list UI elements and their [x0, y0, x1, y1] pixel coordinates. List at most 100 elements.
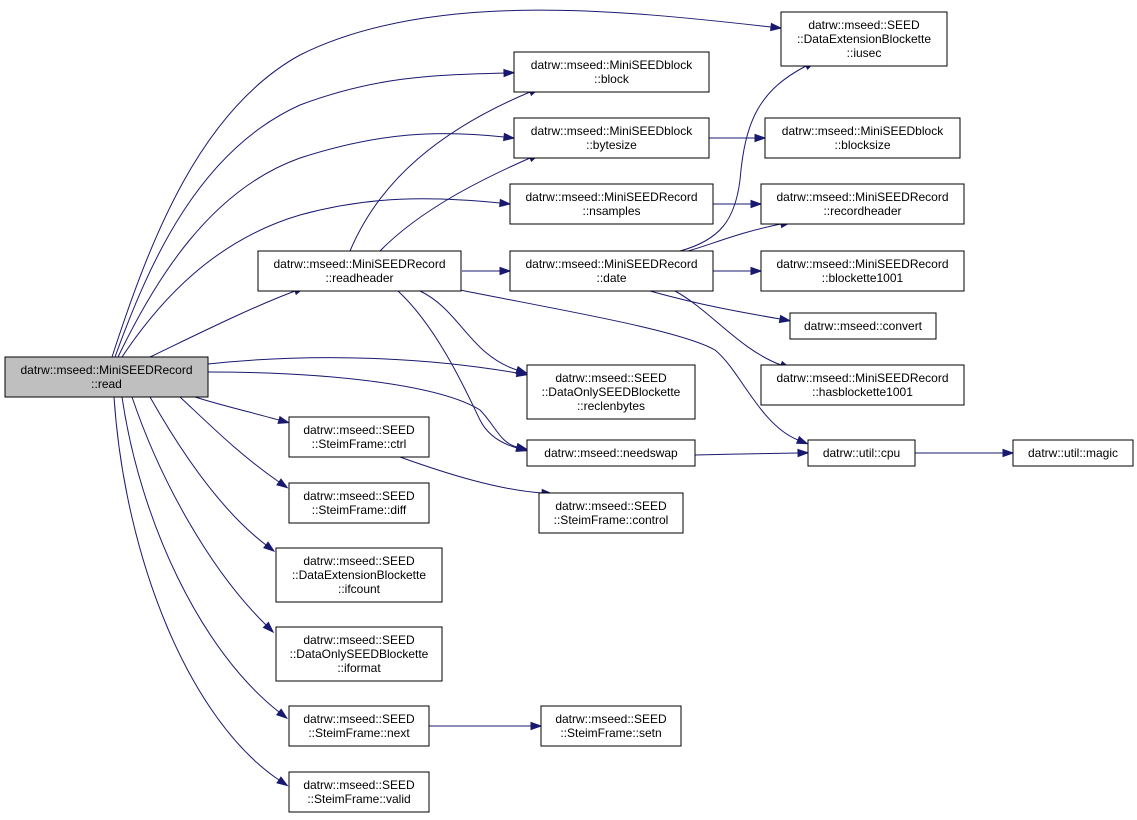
- edge-line: [459, 289, 799, 441]
- edge-read-to-diff: [179, 396, 289, 489]
- node-label-line: datrw::mseed::SEED: [555, 499, 667, 513]
- node-label-line: ::recordheader: [823, 204, 901, 218]
- arrowhead-icon: [276, 708, 289, 720]
- edge-date-to-hasblockette1001: [674, 290, 792, 369]
- arrowhead-icon: [770, 22, 783, 32]
- node-readheader[interactable]: datrw::mseed::MiniSEEDRecord::readheader: [257, 250, 462, 292]
- arrowhead-icon: [750, 199, 763, 209]
- node-label-line: ::date: [596, 271, 626, 285]
- node-cpu[interactable]: datrw::util::cpu: [807, 439, 916, 467]
- node-box: [288, 416, 430, 458]
- edge-date-to-convert: [649, 290, 792, 324]
- node-box: [526, 439, 696, 467]
- node-convert[interactable]: datrw::mseed::convert: [789, 312, 937, 340]
- edge-line: [207, 357, 518, 374]
- node-block[interactable]: datrw::mseed::MiniSEEDblock::block: [513, 51, 710, 93]
- node-box: [509, 183, 714, 225]
- edge-line: [207, 371, 518, 448]
- edge-read-to-block: [114, 68, 516, 358]
- nodes-layer: datrw::mseed::MiniSEEDRecord::readdatrw:…: [4, 11, 1134, 813]
- node-setn[interactable]: datrw::mseed::SEED::SteimFrame::setn: [540, 705, 682, 747]
- node-label-line: ::blocksize: [834, 138, 890, 152]
- node-box: [513, 117, 710, 159]
- node-label-line: ::DataOnlySEEDBlockette: [290, 647, 429, 661]
- node-label-line: datrw::mseed::SEED: [303, 554, 415, 568]
- node-recordheader[interactable]: datrw::mseed::MiniSEEDRecord::recordhead…: [760, 183, 965, 225]
- node-label-line: datrw::mseed::MiniSEEDRecord: [776, 371, 948, 385]
- node-box: [513, 51, 710, 93]
- node-read: datrw::mseed::MiniSEEDRecord::read: [4, 356, 209, 398]
- node-label-line: ::SteimFrame::valid: [307, 792, 410, 806]
- node-label-line: ::SteimFrame::ctrl: [312, 437, 407, 451]
- arrowhead-icon: [276, 478, 289, 489]
- node-label-line: datrw::mseed::MiniSEEDRecord: [525, 257, 697, 271]
- edge-next-to-setn: [429, 721, 543, 731]
- node-label-line: datrw::mseed::MiniSEEDblock: [531, 58, 693, 72]
- node-bytesize[interactable]: datrw::mseed::MiniSEEDblock::bytesize: [513, 117, 710, 159]
- node-blocksize[interactable]: datrw::mseed::MiniSEEDblock::blocksize: [764, 117, 961, 159]
- arrowhead-icon: [499, 198, 512, 208]
- node-label-line: datrw::mseed::MiniSEEDRecord: [525, 190, 697, 204]
- node-box: [288, 771, 430, 813]
- node-magic[interactable]: datrw::util::magic: [1012, 439, 1134, 467]
- node-iusec[interactable]: datrw::mseed::SEED::DataExtensionBlocket…: [780, 11, 948, 67]
- node-label-line: ::read: [91, 377, 122, 391]
- node-label-line: ::SteimFrame::control: [554, 513, 669, 527]
- node-label-line: datrw::mseed::MiniSEEDRecord: [776, 257, 948, 271]
- node-label-line: datrw::util::magic: [1028, 446, 1118, 460]
- edge-line: [179, 396, 280, 483]
- node-hasblockette1001[interactable]: datrw::mseed::MiniSEEDRecord::hasblocket…: [760, 364, 965, 406]
- arrowhead-icon: [503, 68, 516, 78]
- node-label-line: datrw::mseed::SEED: [303, 633, 415, 647]
- node-label-line: ::SteimFrame::next: [308, 726, 410, 740]
- edge-line: [649, 290, 781, 320]
- arrowhead-icon: [503, 132, 516, 142]
- edge-line: [194, 396, 280, 421]
- arrowhead-icon: [262, 621, 275, 634]
- edge-line: [111, 9, 772, 358]
- node-label-line: datrw::mseed::MiniSEEDRecord: [20, 363, 192, 377]
- edge-line: [149, 290, 296, 358]
- node-next[interactable]: datrw::mseed::SEED::SteimFrame::next: [288, 705, 430, 747]
- node-reclenbytes[interactable]: datrw::mseed::SEED::DataOnlySEEDBlockett…: [526, 364, 696, 420]
- edge-read-to-valid: [113, 396, 289, 787]
- edge-nsamples-to-recordheader: [713, 199, 763, 209]
- node-box: [807, 439, 916, 467]
- node-box: [275, 547, 443, 603]
- edge-readheader-to-cpu: [459, 289, 809, 445]
- edge-read-to-iusec: [111, 9, 783, 358]
- edge-line: [419, 290, 518, 371]
- node-iformat[interactable]: datrw::mseed::SEED::DataOnlySEEDBlockett…: [275, 626, 443, 682]
- node-control[interactable]: datrw::mseed::SEED::SteimFrame::control: [538, 492, 684, 534]
- node-needswap[interactable]: datrw::mseed::needswap: [526, 439, 696, 467]
- node-label-line: datrw::mseed::convert: [804, 319, 923, 333]
- node-label-line: ::DataExtensionBlockette: [797, 32, 931, 46]
- edge-line: [679, 65, 807, 252]
- node-blockette1001[interactable]: datrw::mseed::MiniSEEDRecord::blockette1…: [760, 250, 965, 292]
- node-diff[interactable]: datrw::mseed::SEED::SteimFrame::diff: [288, 482, 430, 524]
- node-label-line: ::iusec: [847, 46, 882, 60]
- node-ifcount[interactable]: datrw::mseed::SEED::DataExtensionBlocket…: [275, 547, 443, 603]
- edge-line: [149, 396, 267, 546]
- edge-line: [694, 452, 799, 456]
- arrowhead-icon: [795, 435, 809, 445]
- node-label-line: datrw::mseed::MiniSEEDRecord: [273, 257, 445, 271]
- edge-date-to-recordheader: [687, 219, 793, 252]
- node-label-line: datrw::mseed::SEED: [303, 712, 415, 726]
- node-nsamples[interactable]: datrw::mseed::MiniSEEDRecord::nsamples: [509, 183, 714, 225]
- arrowhead-icon: [499, 266, 512, 276]
- node-valid[interactable]: datrw::mseed::SEED::SteimFrame::valid: [288, 771, 430, 813]
- edge-read-to-ctrl: [194, 396, 291, 424]
- node-label-line: datrw::mseed::SEED: [303, 778, 415, 792]
- edge-line: [113, 396, 280, 781]
- arrowhead-icon: [778, 314, 792, 324]
- edge-line: [687, 223, 782, 252]
- node-label-line: ::readheader: [325, 271, 393, 285]
- node-date[interactable]: datrw::mseed::MiniSEEDRecord::date: [509, 250, 714, 292]
- edge-read-to-ifcount: [149, 396, 276, 552]
- node-ctrl[interactable]: datrw::mseed::SEED::SteimFrame::ctrl: [288, 416, 430, 458]
- edge-line: [349, 91, 531, 252]
- node-label-line: datrw::mseed::SEED: [555, 712, 667, 726]
- edge-cpu-to-magic: [915, 448, 1015, 458]
- edge-line: [674, 290, 782, 366]
